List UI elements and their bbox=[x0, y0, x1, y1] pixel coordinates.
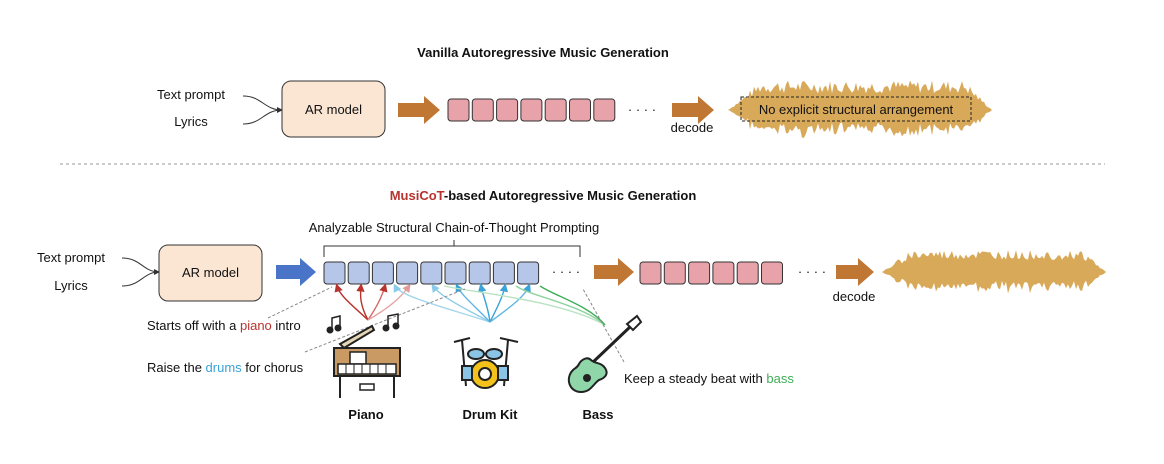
top-token-sequence bbox=[447, 98, 616, 122]
token bbox=[517, 261, 540, 285]
token bbox=[420, 261, 443, 285]
bottom-ar-model-label: AR model bbox=[182, 265, 239, 280]
top-input-connector bbox=[242, 109, 283, 125]
bottom-ellipsis-2: · · · · bbox=[798, 264, 826, 279]
bottom-input-connector bbox=[121, 271, 160, 287]
bass-guitar-icon bbox=[567, 314, 643, 394]
token bbox=[688, 261, 711, 285]
piano-icon bbox=[326, 313, 401, 398]
brace-label: Analyzable Structural Chain-of-Thought P… bbox=[309, 220, 599, 235]
top-note-box bbox=[740, 96, 972, 122]
bottom-ellipsis-1: · · · · bbox=[552, 264, 580, 279]
token bbox=[639, 261, 662, 285]
token bbox=[569, 98, 591, 122]
top-ellipsis: · · · · bbox=[628, 102, 656, 117]
top-ar-model-label: AR model bbox=[305, 102, 362, 117]
bass-instruction: Keep a steady beat with bass bbox=[624, 371, 794, 386]
bottom-decode-label: decode bbox=[833, 289, 876, 304]
token bbox=[471, 98, 494, 122]
token bbox=[396, 261, 419, 285]
label-drum-kit: Drum Kit bbox=[463, 407, 519, 422]
bottom-token-sequence bbox=[639, 261, 783, 285]
token bbox=[371, 261, 394, 285]
token bbox=[347, 261, 370, 285]
top-decode-label: decode bbox=[671, 120, 714, 135]
top-note: No explicit structural arrangement bbox=[759, 102, 954, 117]
token bbox=[712, 261, 735, 285]
top-input-lyrics: Lyrics bbox=[174, 114, 208, 129]
bottom-decode-arrow bbox=[836, 258, 874, 286]
cot-token-sequence bbox=[323, 261, 540, 285]
bass-guidance-arrows bbox=[443, 285, 606, 326]
piano-guidance-arrows bbox=[334, 283, 411, 321]
top-arrow-1 bbox=[398, 96, 440, 124]
musicot-highlight: MusiCoT bbox=[390, 188, 445, 203]
token bbox=[544, 98, 567, 122]
label-bass: Bass bbox=[582, 407, 613, 422]
token bbox=[736, 261, 759, 285]
token bbox=[323, 261, 346, 285]
piano-instruction: Starts off with a piano intro bbox=[147, 318, 301, 333]
token bbox=[663, 261, 686, 285]
drums-leader-line bbox=[304, 288, 466, 353]
top-title: Vanilla Autoregressive Music Generation bbox=[417, 45, 669, 60]
token bbox=[520, 98, 543, 122]
top-input-text-prompt: Text prompt bbox=[157, 87, 225, 102]
bottom-waveform bbox=[882, 250, 1106, 294]
bottom-ar-model-box bbox=[158, 244, 263, 302]
token bbox=[593, 98, 616, 122]
brace bbox=[323, 240, 581, 257]
top-input-connector bbox=[242, 95, 283, 113]
drum-kit-icon bbox=[453, 337, 519, 389]
token bbox=[468, 261, 491, 285]
bottom-blue-arrow bbox=[276, 258, 316, 286]
token bbox=[444, 261, 467, 285]
drums-guidance-arrows bbox=[393, 283, 531, 323]
drums-instruction: Raise the drums for chorus bbox=[147, 360, 304, 375]
top-ar-model-box bbox=[281, 80, 386, 138]
bottom-title-rest: -based Autoregressive Music Generation bbox=[444, 188, 696, 203]
bottom-arrow-2 bbox=[594, 258, 634, 286]
bottom-input-lyrics: Lyrics bbox=[54, 278, 88, 293]
piano-leader-line bbox=[267, 286, 333, 319]
token bbox=[492, 261, 515, 285]
token bbox=[496, 98, 519, 122]
token bbox=[447, 98, 470, 122]
bottom-input-connector bbox=[121, 257, 160, 275]
label-piano: Piano bbox=[348, 407, 383, 422]
bass-leader-line bbox=[582, 288, 625, 363]
top-decode-arrow bbox=[672, 96, 714, 124]
token bbox=[761, 261, 783, 285]
top-waveform bbox=[728, 80, 992, 138]
bottom-title: MusiCoT-based Autoregressive Music Gener… bbox=[390, 188, 697, 203]
bottom-input-text-prompt: Text prompt bbox=[37, 250, 105, 265]
